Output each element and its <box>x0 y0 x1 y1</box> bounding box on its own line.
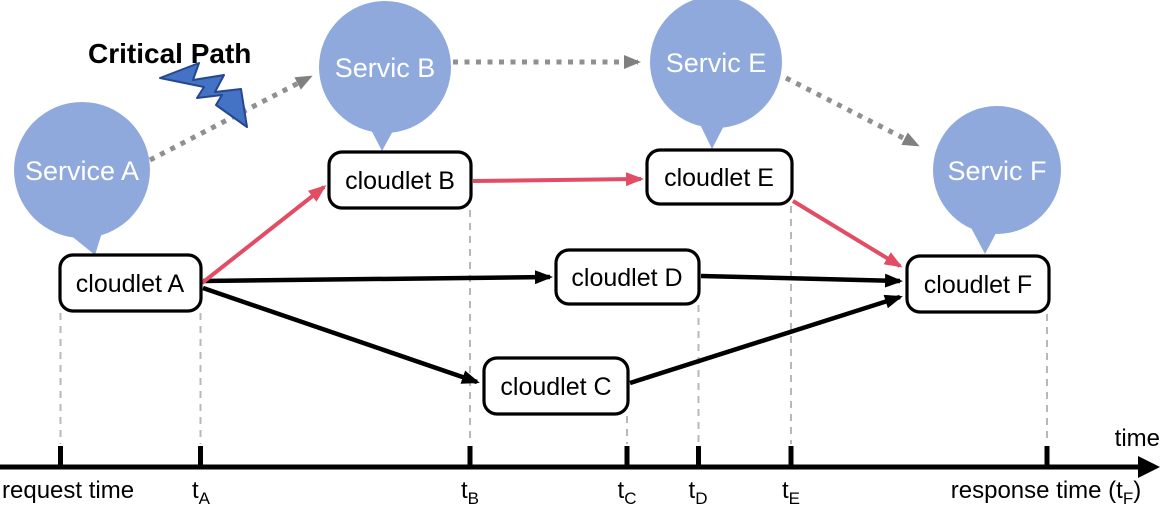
cloudlet-box <box>58 253 203 313</box>
response-sub: F <box>1123 489 1133 508</box>
cloudlet-edges-normal <box>202 270 903 386</box>
edge-serviceE-serviceF <box>784 75 920 148</box>
tick-sub: D <box>695 489 707 508</box>
bubble-circle <box>319 1 451 133</box>
cloudlet-node-a: cloudlet A <box>58 253 203 313</box>
service-bubble-a: Service A <box>14 102 150 255</box>
tick-main: t <box>689 477 696 504</box>
tick-sub: C <box>624 489 636 508</box>
critical-path-title: Critical Path <box>88 38 251 69</box>
edge-cloudletB-cloudletE <box>472 172 644 187</box>
tick-main: t <box>782 477 789 504</box>
cloudlet-node-b: cloudlet B <box>327 150 473 210</box>
tick-main: t <box>192 477 199 504</box>
cloudlet-c-label: cloudlet C <box>500 373 611 401</box>
cloudlet-f-label: cloudlet F <box>924 271 1032 299</box>
service-a-label: Service A <box>25 156 139 186</box>
cloudlet-b-label: cloudlet B <box>345 167 455 195</box>
edge-cloudletA-cloudletB <box>200 185 327 285</box>
tick-label-tC: tC <box>618 477 637 508</box>
cloudlet-box <box>645 148 794 206</box>
cloudlet-edges-critical <box>200 172 903 285</box>
tick-main: t <box>618 477 625 504</box>
edge-cloudletD-cloudletF <box>700 273 903 288</box>
cloudlet-box <box>482 356 630 416</box>
cloudlet-box <box>327 150 473 210</box>
lightning-bolt-icon <box>159 62 248 128</box>
bubble-circle <box>14 102 150 238</box>
service-b-label: Servic B <box>335 53 436 83</box>
guide-lines <box>59 206 1048 444</box>
edge-serviceA-serviceB <box>148 74 313 163</box>
cloudlet-node-c: cloudlet C <box>482 356 630 416</box>
bubble-circle <box>933 106 1061 234</box>
edge-cloudletA-cloudletC <box>202 285 480 385</box>
edge-cloudletE-cloudletF <box>791 199 903 268</box>
response-post: ) <box>1133 477 1141 504</box>
cloudlet-node-d: cloudlet D <box>554 248 701 306</box>
tick-sub: E <box>789 489 800 508</box>
edge-cloudletC-cloudletF <box>629 294 903 386</box>
cloudlet-a-label: cloudlet A <box>76 270 185 298</box>
service-bubble-f: Servic F <box>933 106 1061 254</box>
cloudlet-box <box>905 254 1051 314</box>
cloudlet-node-f: cloudlet F <box>905 254 1051 314</box>
service-e-label: Servic E <box>666 48 767 78</box>
time-axis-arrowhead <box>1138 456 1160 478</box>
tick-sub: B <box>468 489 479 508</box>
service-edges <box>148 55 920 163</box>
service-bubble-b: Servic B <box>319 1 451 151</box>
bubble-circle <box>650 0 782 128</box>
tick-label-tB: tB <box>461 477 479 508</box>
cloudlet-box <box>554 248 701 306</box>
cloudlet-e-label: cloudlet E <box>664 164 774 192</box>
tick-label-response: response time (tF) <box>951 477 1141 508</box>
time-axis: time request time tA tB tC tD tE respons… <box>0 425 1160 508</box>
cloudlet-node-e: cloudlet E <box>645 148 794 206</box>
tick-label-tA: tA <box>192 477 211 508</box>
service-f-label: Servic F <box>947 156 1046 186</box>
time-axis-label: time <box>1115 425 1160 452</box>
cloudlet-d-label: cloudlet D <box>571 264 682 292</box>
tick-sub: A <box>199 489 211 508</box>
edge-cloudletA-cloudletD <box>202 270 553 285</box>
tick-label-request: request time <box>2 477 134 504</box>
tick-main: t <box>461 477 468 504</box>
response-pre: response time (t <box>951 477 1123 504</box>
tick-label-tD: tD <box>689 477 708 508</box>
service-bubble-e: Servic E <box>650 0 782 149</box>
tick-label-tE: tE <box>782 477 800 508</box>
